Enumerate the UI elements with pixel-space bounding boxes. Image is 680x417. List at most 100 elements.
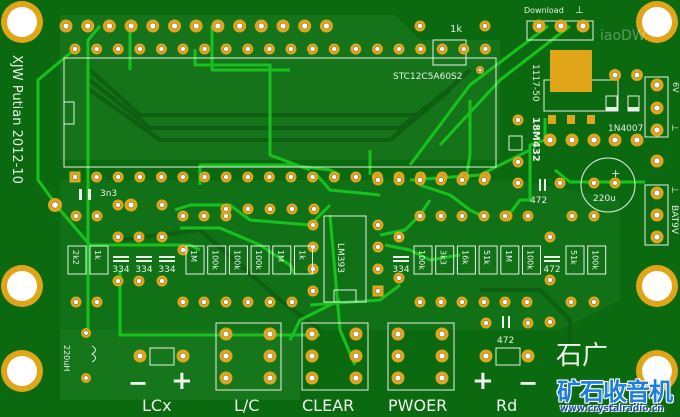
resistor-outline xyxy=(522,245,541,275)
resistor-value: 51k xyxy=(482,250,491,265)
mcu-pad-hole xyxy=(331,46,337,52)
resistor-outline xyxy=(272,245,292,275)
diode-band-b xyxy=(628,107,639,111)
mcu-pad-hole xyxy=(288,174,294,180)
pad-hole xyxy=(547,319,553,325)
pad-hole xyxy=(502,299,508,305)
pad-hole xyxy=(201,213,207,219)
resistor-value: 1k xyxy=(298,250,307,260)
pad-hole xyxy=(180,299,186,305)
resistor-outline xyxy=(207,245,227,275)
pad-hole xyxy=(223,299,229,305)
pad-hole xyxy=(223,206,229,212)
pad-hole xyxy=(417,299,423,305)
inductor-symbol xyxy=(90,345,96,363)
lcx-plus: + xyxy=(171,366,193,396)
pad-hole xyxy=(51,201,59,209)
resistor-value: 100k xyxy=(591,250,600,270)
regulator-label: 1117-50 xyxy=(530,64,540,102)
header-pad-hole xyxy=(106,22,113,30)
pad-hole xyxy=(634,72,640,78)
mounting-hole xyxy=(7,271,37,301)
mounting-holes xyxy=(1,1,678,392)
capacitor-plate xyxy=(113,256,129,258)
lcx-component-outline xyxy=(149,347,175,366)
mounting-hole xyxy=(7,356,37,386)
resistor-value: 100k xyxy=(254,250,263,270)
switch-pad-hole xyxy=(438,352,446,360)
resistor-value: 100k xyxy=(232,250,241,270)
download-label: Download xyxy=(524,6,564,15)
resistor-outline xyxy=(67,245,87,275)
pad-hole xyxy=(481,299,487,305)
pad-hole xyxy=(289,299,295,305)
switch-pad-hole xyxy=(308,330,316,338)
resistor-outline xyxy=(89,245,109,275)
mcu-label: STC12C5A60S2 xyxy=(393,72,462,82)
lm393-notch xyxy=(333,289,357,303)
pad-hole xyxy=(136,278,142,284)
header-bat-pad-hole xyxy=(653,189,661,197)
regulator-pad-hole xyxy=(546,136,554,144)
pad-hole xyxy=(557,180,563,186)
inductor-pad-hole xyxy=(83,330,89,336)
logo-top-text: 石广 xyxy=(556,341,609,371)
switch-pad-hole xyxy=(222,352,230,360)
mcu-pad-hole xyxy=(331,174,337,180)
crystal-label: 18M432 xyxy=(530,117,541,162)
resistor-value: 100k xyxy=(417,250,426,270)
smd-pads xyxy=(548,50,595,124)
pad-hole xyxy=(115,234,121,240)
resistor-outline xyxy=(478,245,498,275)
pad-hole xyxy=(569,213,575,219)
pad-hole xyxy=(159,234,165,240)
regulator-tab-pad xyxy=(550,50,592,92)
pad-hole xyxy=(438,299,444,305)
resistor-value: 1k xyxy=(93,250,102,260)
header-pad-hole xyxy=(301,22,308,30)
mcu-pad-hole xyxy=(115,46,121,52)
header-6v-pad-hole xyxy=(653,81,661,89)
mounting-hole xyxy=(642,7,672,37)
switch-power-outline xyxy=(387,322,455,391)
pad-hole xyxy=(396,234,402,240)
pad-hole xyxy=(159,202,165,208)
switch-pad-hole xyxy=(308,374,316,382)
switch-pad-hole xyxy=(266,330,274,338)
battery-label: BAT9V xyxy=(669,205,679,235)
pad-hole xyxy=(94,213,100,219)
resistor-outline xyxy=(185,245,205,275)
capacitor-plate xyxy=(544,256,560,258)
pad-hole xyxy=(159,278,165,284)
pad-hole xyxy=(525,320,531,326)
header-6v-pad-hole xyxy=(653,126,661,134)
mcu-pad-hole xyxy=(93,46,100,52)
header-pad-hole xyxy=(84,22,91,30)
header-pad-hole xyxy=(279,22,287,30)
mcu-notch xyxy=(63,101,75,125)
crystal-pad-hole xyxy=(515,117,521,123)
download-pad-hole xyxy=(535,22,543,30)
header-pad-hole xyxy=(171,22,178,30)
header-pad-hole xyxy=(127,22,135,30)
resistor-outline xyxy=(228,245,248,275)
lm393-pad-hole xyxy=(375,288,381,294)
header-bat-outline xyxy=(644,184,669,246)
switch-pad-hole xyxy=(394,352,402,360)
regulator-pad-hole xyxy=(611,136,619,144)
pad-hole xyxy=(73,299,79,305)
pad-hole xyxy=(115,202,121,208)
mcu-pad-hole xyxy=(417,46,424,52)
pad-hole xyxy=(515,180,521,186)
top-resistor-label: 1k xyxy=(450,24,462,35)
electrolytic-pad-hole xyxy=(591,180,597,186)
resistor-outline xyxy=(294,245,313,275)
download-pad-hole xyxy=(557,22,565,30)
switch-pad-hole xyxy=(266,374,274,382)
rd-plus: + xyxy=(472,366,494,396)
pad-hole xyxy=(267,206,273,212)
rd-pad-hole xyxy=(482,352,490,360)
capacitor-value: 334 xyxy=(392,265,409,275)
watermark: iaoDW xyxy=(600,28,646,44)
